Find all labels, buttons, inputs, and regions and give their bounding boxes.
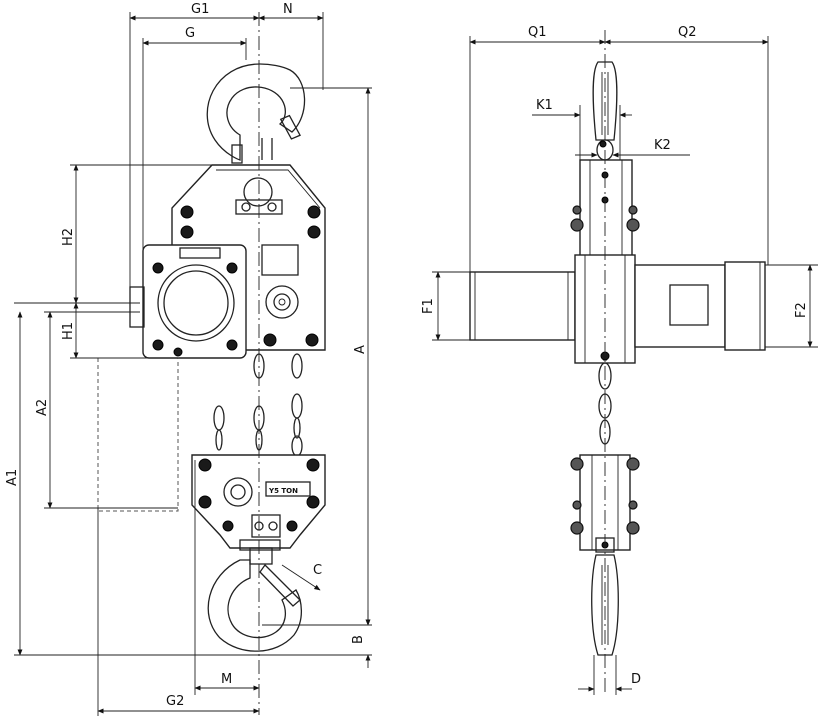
dim-label-k2: K2 (654, 138, 671, 153)
dim-label-a1: A1 (5, 469, 20, 486)
front-view: Y5 TON G1 G N H2 (5, 2, 372, 716)
side-view: Q1 Q2 K1 K2 F1 F2 D (421, 25, 818, 695)
dim-label-m: M (221, 672, 232, 687)
nameplate-text: Y5 TON (268, 487, 298, 495)
top-hook (206, 63, 306, 164)
dim-label-b: B (351, 635, 366, 644)
side-motor-right (634, 261, 766, 351)
side-motor-left (469, 271, 576, 341)
dim-label-f2: F2 (794, 302, 809, 318)
dim-label-c: C (313, 563, 322, 578)
lower-block: Y5 TON (191, 454, 326, 551)
side-bottom-hook (591, 554, 619, 656)
motor-outline-dashed (97, 357, 179, 512)
dim-label-a2: A2 (35, 399, 50, 416)
motor-square (129, 244, 247, 359)
bottom-hook (207, 547, 303, 652)
dim-label-h1: H1 (61, 322, 76, 340)
dim-label-g1: G1 (191, 2, 209, 17)
dim-label-q2: Q2 (678, 25, 697, 40)
side-plates (570, 159, 640, 261)
side-lower-block (570, 454, 640, 553)
dim-label-h2: H2 (61, 228, 76, 246)
dim-label-n: N (283, 2, 293, 17)
dim-label-f1: F1 (421, 298, 436, 314)
dim-label-g2: G2 (166, 694, 184, 709)
chain-links-upper (213, 353, 303, 457)
dim-label-k1: K1 (536, 98, 553, 113)
dim-label-d: D (631, 672, 641, 687)
dim-label-a: A (353, 345, 368, 354)
dim-label-q1: Q1 (528, 25, 547, 40)
dim-label-g: G (185, 26, 195, 41)
